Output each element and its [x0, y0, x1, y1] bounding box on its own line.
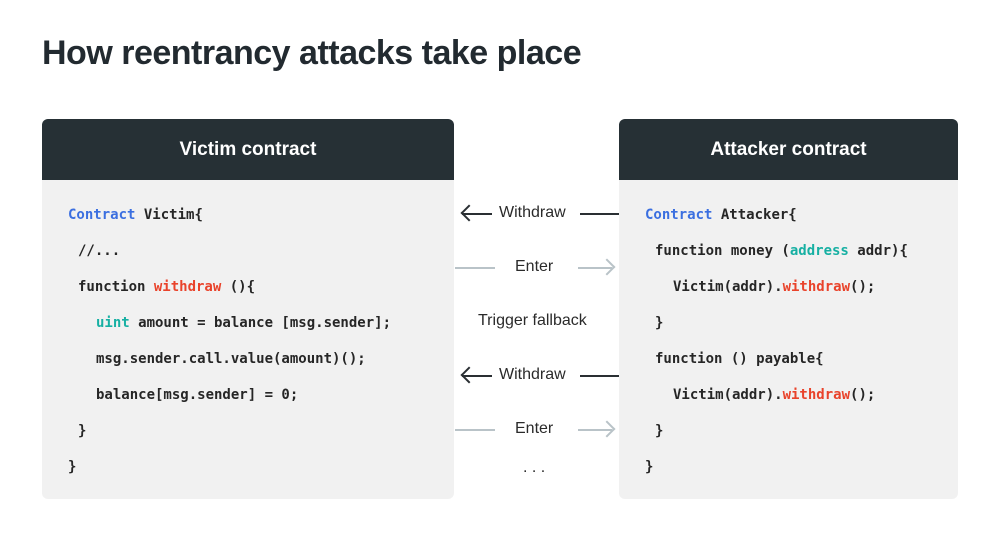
- code-line: Victim(addr).withdraw();: [673, 387, 875, 403]
- enter-arrow-line-right: [578, 429, 612, 431]
- code-line: msg.sender.call.value(amount)();: [96, 351, 366, 367]
- arrow-right-icon: [598, 258, 616, 276]
- code-line: }: [68, 459, 76, 475]
- arrow-left-icon: [460, 366, 478, 384]
- code-text: }: [78, 423, 87, 439]
- code-function-name: withdraw: [782, 387, 851, 403]
- code-line: }: [645, 459, 653, 475]
- withdraw-arrow-line-left: [462, 213, 492, 215]
- code-line: balance[msg.sender] = 0;: [96, 387, 298, 403]
- code-text: function: [78, 279, 154, 295]
- enter-arrow-line-left: [455, 429, 495, 431]
- code-text: function money (: [655, 243, 790, 259]
- code-text: Victim{: [135, 207, 203, 223]
- code-line: uint amount = balance [msg.sender];: [96, 315, 391, 331]
- continuation-ellipsis: . . .: [523, 459, 546, 476]
- code-function-name: withdraw: [782, 279, 851, 295]
- withdraw-label: Withdraw: [499, 366, 566, 383]
- page-title: How reentrancy attacks take place: [42, 34, 582, 72]
- withdraw-label: Withdraw: [499, 204, 566, 221]
- code-line: Contract Attacker{: [645, 207, 797, 223]
- victim-panel-header: Victim contract: [42, 119, 454, 180]
- code-text: ();: [850, 279, 876, 295]
- code-line: //...: [78, 243, 120, 259]
- enter-arrow-line-right: [578, 267, 612, 269]
- code-line: }: [655, 423, 663, 439]
- code-keyword: Contract: [68, 207, 136, 223]
- attacker-panel-header: Attacker contract: [619, 119, 958, 180]
- enter-label: Enter: [515, 420, 554, 437]
- code-type: uint: [96, 315, 130, 331]
- code-text: Victim(addr).: [673, 279, 783, 295]
- code-text: addr){: [848, 243, 908, 259]
- code-text: }: [655, 315, 664, 331]
- attacker-contract-panel: Attacker contract Contract Attacker{ fun…: [619, 119, 958, 499]
- trigger-fallback-label: Trigger fallback: [478, 312, 587, 329]
- code-text: Attacker{: [712, 207, 797, 223]
- code-text: }: [645, 459, 654, 475]
- code-line: function () payable{: [655, 351, 824, 367]
- code-line: }: [78, 423, 86, 439]
- code-text: }: [655, 423, 664, 439]
- arrow-right-icon: [598, 420, 616, 438]
- withdraw-arrow-line-left: [462, 375, 492, 377]
- code-line: function withdraw (){: [78, 279, 255, 295]
- code-text: Victim(addr).: [673, 387, 783, 403]
- enter-arrow-line-left: [455, 267, 495, 269]
- code-text: function () payable{: [655, 351, 824, 367]
- code-text: //...: [78, 243, 121, 259]
- code-line: function money (address addr){: [655, 243, 908, 259]
- code-text: ();: [850, 387, 876, 403]
- code-text: balance[msg.sender] = 0;: [96, 387, 299, 403]
- code-text: amount = balance [msg.sender];: [129, 315, 392, 331]
- code-text: (){: [221, 279, 256, 295]
- withdraw-arrow-line-right: [580, 375, 619, 377]
- code-line: }: [655, 315, 663, 331]
- victim-contract-panel: Victim contract Contract Victim{ //... f…: [42, 119, 454, 499]
- enter-label: Enter: [515, 258, 554, 275]
- withdraw-arrow-line-right: [580, 213, 619, 215]
- code-type: address: [789, 243, 849, 259]
- code-text: }: [68, 459, 77, 475]
- code-line: Victim(addr).withdraw();: [673, 279, 875, 295]
- code-keyword: Contract: [645, 207, 713, 223]
- arrow-left-icon: [460, 204, 478, 222]
- code-line: Contract Victim{: [68, 207, 203, 223]
- code-text: msg.sender.call.value(amount)();: [96, 351, 366, 367]
- code-function-name: withdraw: [153, 279, 222, 295]
